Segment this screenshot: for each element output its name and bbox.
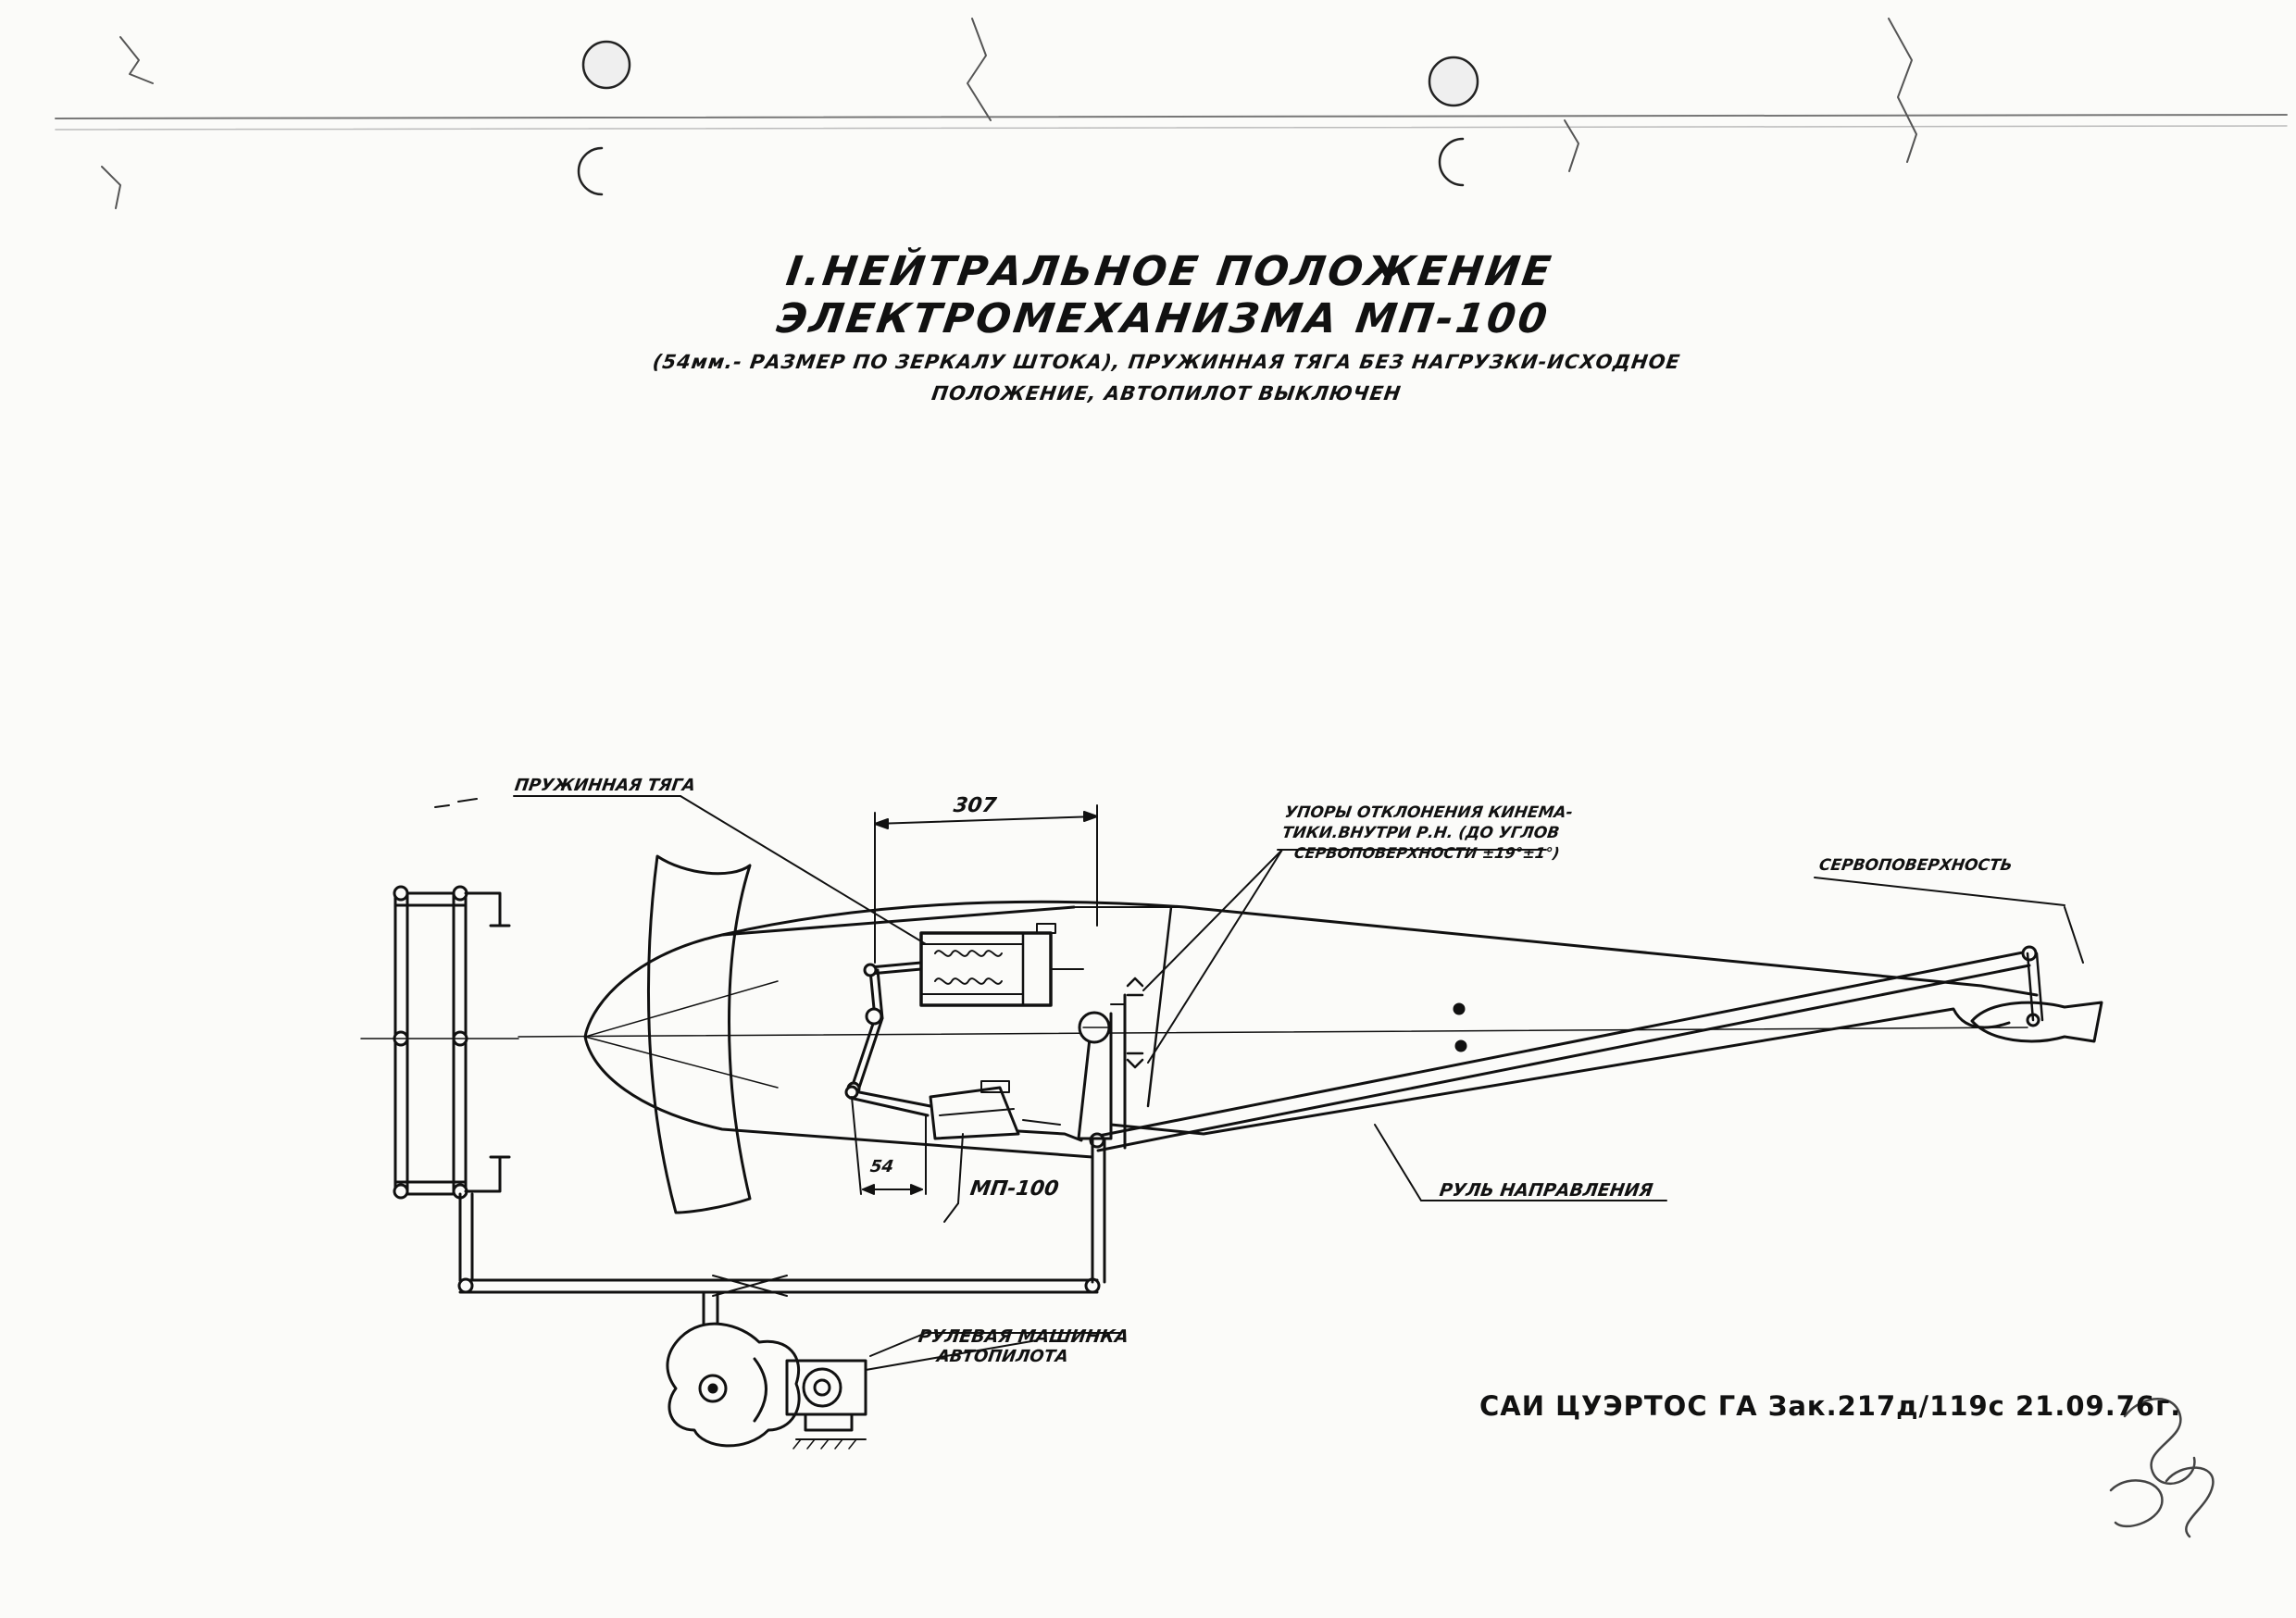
servo-rod [1089,945,2044,1152]
subtitle-line-2: ПОЛОЖЕНИЕ, АВТОПИЛОТ ВЫКЛЮЧЕН [930,382,1404,404]
pencil-annotation [2109,1398,2215,1538]
print-stamp: САИ ЦУЭРТОС ГА Зак.217д/119с 21.09.76г. [1479,1390,2182,1422]
bulkhead-section [646,854,752,1214]
punch-hole-3 [577,146,604,196]
label-stops-line-2: ТИКИ.ВНУТРИ Р.Н. (ДО УГЛОВ [1280,824,1561,842]
punch-hole-4 [1438,137,1465,187]
label-dimension-307: 307 [952,794,998,817]
internal-linkage [846,961,1127,1284]
pedal-frame [360,885,519,1282]
label-dimension-54: 54 [868,1157,895,1176]
mp100-actuator [844,1080,1083,1142]
label-servo-surface: СЕРВОПОВЕРХНОСТЬ [1817,856,2014,875]
page-title: I.НЕЙТРАЛЬНОЕ ПОЛОЖЕНИЕ ЭЛЕКТРОМЕХАНИЗМА… [773,248,1556,342]
label-rudder: РУЛЬ НАПРАВЛЕНИЯ [1438,1180,1654,1201]
label-mp100: МП-100 [968,1177,1061,1201]
binder-fold [55,18,2288,209]
label-autopilot-servo-line-1: РУЛЕВАЯ МАШИНКА [917,1326,1130,1347]
servo-surface [1814,877,2103,1043]
dimension-307 [874,804,1098,964]
label-spring-rod: ПРУЖИННАЯ ТЯГА [513,776,697,795]
spring-rod-box [919,923,1084,1007]
punch-hole-2 [1428,56,1479,107]
autopilot-servo-machine [666,1322,1038,1450]
label-stops-line-1: УПОРЫ ОТКЛОНЕНИЯ КИНЕМА- [1283,803,1575,822]
dimension-54 [851,1096,927,1195]
lower-rod [457,1275,1101,1326]
leader-lines [434,795,1667,1357]
subtitle-line-1: (54мм.- РАЗМЕР ПО ЗЕРКАЛУ ШТОКА), ПРУЖИН… [651,351,1682,373]
rudder-profile [518,900,2039,1159]
label-stops-line-3: СЕРВОПОВЕРХНОСТИ ±19°±1°) [1292,844,1561,862]
punch-hole-1 [581,40,631,90]
title-block: I.НЕЙТРАЛЬНОЕ ПОЛОЖЕНИЕ ЭЛЕКТРОМЕХАНИЗМА… [518,248,1815,405]
label-autopilot-servo-line-2: АВТОПИЛОТА [935,1347,1070,1366]
deflection-stops [1126,977,1144,1069]
